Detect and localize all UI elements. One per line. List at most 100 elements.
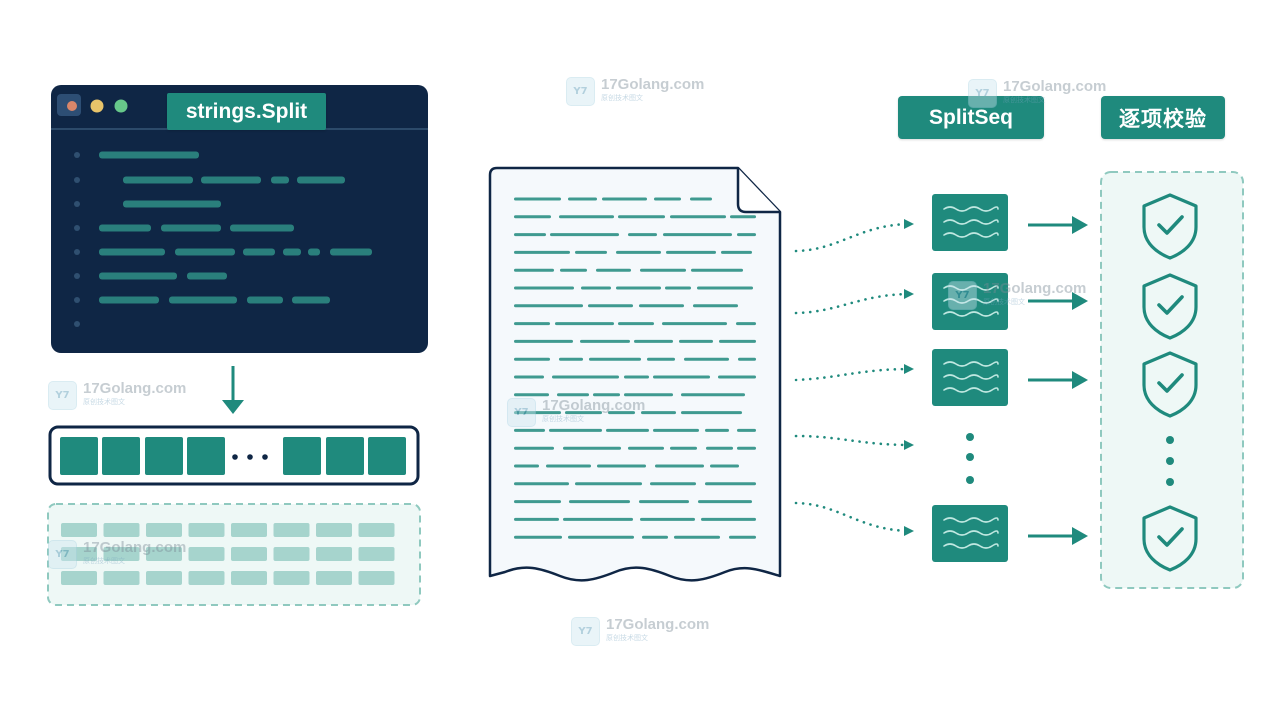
- code-token: [169, 296, 237, 304]
- document-line: [736, 322, 756, 326]
- dotted-connector: [794, 434, 914, 450]
- code-token: [271, 176, 289, 184]
- code-token: [99, 248, 165, 256]
- document-line: [569, 500, 630, 504]
- shield-vertical-ellipsis: [1166, 436, 1174, 486]
- chunk-vertical-ellipsis: [966, 433, 974, 484]
- document-line: [640, 517, 695, 521]
- slice-cell: [326, 437, 364, 475]
- document-line: [698, 500, 752, 504]
- document-line: [640, 268, 686, 272]
- wave-line: [943, 206, 999, 212]
- memory-cell: [231, 547, 267, 561]
- solid-arrow-head: [1072, 527, 1088, 545]
- document-line: [589, 357, 641, 361]
- slice-cell: [102, 437, 140, 475]
- document-line: [737, 428, 756, 432]
- document-line: [514, 375, 544, 379]
- document-line: [663, 233, 732, 237]
- document-line: [701, 517, 756, 521]
- document-line: [514, 517, 559, 521]
- solid-arrow-head: [1072, 216, 1088, 234]
- memory-cell: [188, 547, 225, 561]
- memory-cell: [231, 523, 267, 537]
- code-token: [230, 224, 294, 232]
- shield-check-icon: [1142, 351, 1198, 418]
- document-line: [514, 339, 573, 343]
- code-token: [123, 176, 193, 184]
- wave-line: [943, 530, 999, 536]
- line-number-dot: [74, 177, 80, 183]
- document-line: [549, 428, 602, 432]
- document-line: [730, 215, 756, 219]
- wave-line: [943, 285, 999, 291]
- splitseq-label: SplitSeq: [898, 96, 1044, 139]
- document-line: [634, 339, 673, 343]
- wave-line: [943, 374, 999, 380]
- document-line: [653, 375, 710, 379]
- document-line: [514, 286, 574, 290]
- shield-list: [1142, 193, 1198, 572]
- document-line: [559, 215, 614, 219]
- dotted-connector: [794, 501, 914, 536]
- document-page: [488, 166, 782, 582]
- document-line: [653, 428, 699, 432]
- code-token: [243, 248, 275, 256]
- document-line: [563, 517, 633, 521]
- splitseq-chunks: [932, 194, 1008, 562]
- dotted-connector: [794, 219, 914, 253]
- code-token: [308, 248, 320, 256]
- code-editor-window: [51, 85, 428, 353]
- code-token: [175, 248, 235, 256]
- document-line: [628, 446, 664, 450]
- document-line: [616, 286, 661, 290]
- chunk-block: [932, 273, 1008, 330]
- document-line: [593, 393, 620, 397]
- document-line: [666, 250, 716, 254]
- document-line: [654, 197, 681, 201]
- dotted-connector: [794, 364, 914, 382]
- solid-arrow-head: [1072, 371, 1088, 389]
- code-token: [283, 248, 301, 256]
- code-token: [330, 248, 372, 256]
- code-token: [292, 296, 330, 304]
- document-line: [719, 339, 756, 343]
- document-line: [618, 215, 665, 219]
- dotted-connectors: [794, 219, 914, 536]
- chunk-block: [932, 505, 1008, 562]
- slice-cell: [283, 437, 321, 475]
- document-line: [596, 268, 631, 272]
- down-arrow: [222, 366, 244, 414]
- line-number-dot: [74, 225, 80, 231]
- memory-cells: [61, 523, 395, 585]
- memory-grid-panel: [47, 503, 421, 606]
- document-line: [737, 233, 756, 237]
- code-token: [187, 272, 227, 280]
- document-line: [568, 535, 634, 539]
- document-line: [514, 250, 570, 254]
- memory-cell: [61, 523, 97, 537]
- split-result-slice: [48, 425, 420, 486]
- code-token: [247, 296, 283, 304]
- dotted-connector: [794, 289, 914, 315]
- document-line: [514, 268, 554, 272]
- document-line: [568, 197, 597, 201]
- document-line: [639, 500, 689, 504]
- wave-line: [943, 219, 999, 225]
- slice-cell: [145, 437, 183, 475]
- document-line: [555, 322, 614, 326]
- document-line: [565, 411, 602, 415]
- memory-cell: [146, 571, 182, 585]
- slice-cell: [60, 437, 98, 475]
- document-line: [575, 250, 607, 254]
- memory-cell: [146, 547, 182, 561]
- chunk-block: [932, 194, 1008, 251]
- document-line: [514, 500, 561, 504]
- memory-cell: [316, 523, 352, 537]
- verify-label: 逐项校验: [1101, 96, 1225, 139]
- document-line: [514, 428, 545, 432]
- verify-panel: [1100, 171, 1244, 589]
- solid-arrow-head: [1072, 292, 1088, 310]
- document-line: [705, 482, 756, 486]
